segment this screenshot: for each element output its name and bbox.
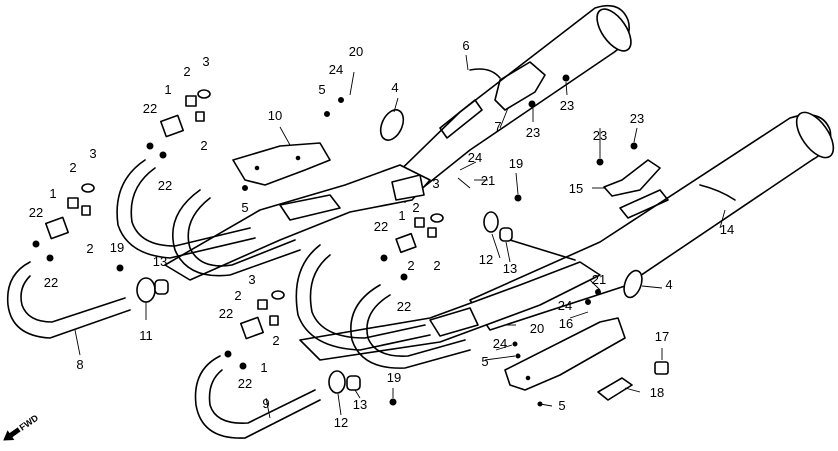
callout-23: 23 [593,128,607,143]
callout-24: 24 [329,62,343,77]
joint-clamp-12-center [483,211,499,233]
callout-2: 2 [69,160,76,175]
rubber-17 [654,361,669,375]
callout-24: 24 [468,150,482,165]
callout-21: 21 [592,272,606,287]
collar-13-lower [346,375,361,391]
callout-21: 21 [481,173,495,188]
callout-22: 22 [374,219,388,234]
leader-lines [74,54,726,419]
joint-clamp-11 [136,277,156,303]
callout-3: 3 [432,176,439,191]
callout-9: 9 [262,396,269,411]
callout-23: 23 [560,98,574,113]
callout-20: 20 [349,44,363,59]
callout-15: 15 [569,181,583,196]
collar-13-left [154,279,169,295]
callout-4: 4 [391,80,398,95]
callout-1: 1 [260,360,267,375]
callout-14: 14 [720,222,734,237]
flange-group-left [32,183,95,262]
flange-group-upper [146,89,211,159]
callout-3: 3 [89,146,96,161]
clamp-band-lower [623,269,643,299]
upper-collector [164,164,431,281]
callout-19: 19 [387,370,401,385]
callout-24: 24 [493,336,507,351]
callout-19: 19 [509,156,523,171]
fasteners [116,71,638,407]
fwd-arrow: FWD [3,412,41,441]
callout-3: 3 [202,54,209,69]
callout-11: 11 [139,328,153,343]
callout-4: 4 [665,277,672,292]
callout-2: 2 [412,200,419,215]
callout-5: 5 [241,200,248,215]
callout-7: 7 [494,119,501,134]
callout-24: 24 [558,298,572,313]
joint-clamp-12-lower [328,370,346,394]
callout-10: 10 [268,108,282,123]
heat-shield-upper [232,142,331,186]
flange-group-center [380,213,444,281]
callout-6: 6 [462,38,469,53]
callout-22: 22 [238,376,252,391]
callout-17: 17 [655,329,669,344]
muffler-stay-18 [597,377,633,401]
callout-5: 5 [318,82,325,97]
heat-shield-lower [504,317,626,391]
collar-13-center [499,227,513,242]
callout-19: 19 [110,240,124,255]
callout-12: 12 [479,252,493,267]
callout-23: 23 [630,111,644,126]
callout-23: 23 [526,125,540,140]
callout-5: 5 [558,398,565,413]
callout-2: 2 [200,138,207,153]
callout-2: 2 [234,288,241,303]
callout-1: 1 [398,208,405,223]
exhaust-pipes [6,159,471,439]
callout-12: 12 [334,415,348,430]
callout-1: 1 [49,186,56,201]
callout-3: 3 [248,272,255,287]
callout-22: 22 [143,101,157,116]
callout-2: 2 [86,241,93,256]
fwd-label: FWD [18,412,41,432]
callout-13: 13 [153,254,167,269]
callout-2: 2 [407,258,414,273]
callout-2: 2 [272,333,279,348]
callout-1: 1 [164,82,171,97]
callout-2: 2 [433,258,440,273]
callout-18: 18 [650,385,664,400]
callout-13: 13 [503,261,517,276]
callout-13: 13 [353,397,367,412]
flange-group-lower [224,290,285,370]
callout-22: 22 [397,299,411,314]
callout-22: 22 [158,178,172,193]
callout-16: 16 [559,316,573,331]
callout-8: 8 [76,357,83,372]
upper-muffler [379,4,632,203]
callout-2: 2 [183,64,190,79]
callout-20: 20 [530,321,544,336]
muffler-bracket-15 [603,159,661,197]
callout-22: 22 [29,205,43,220]
clamp-band-upper [379,109,405,141]
callout-22: 22 [44,275,58,290]
callout-5: 5 [481,354,488,369]
callout-22: 22 [219,306,233,321]
